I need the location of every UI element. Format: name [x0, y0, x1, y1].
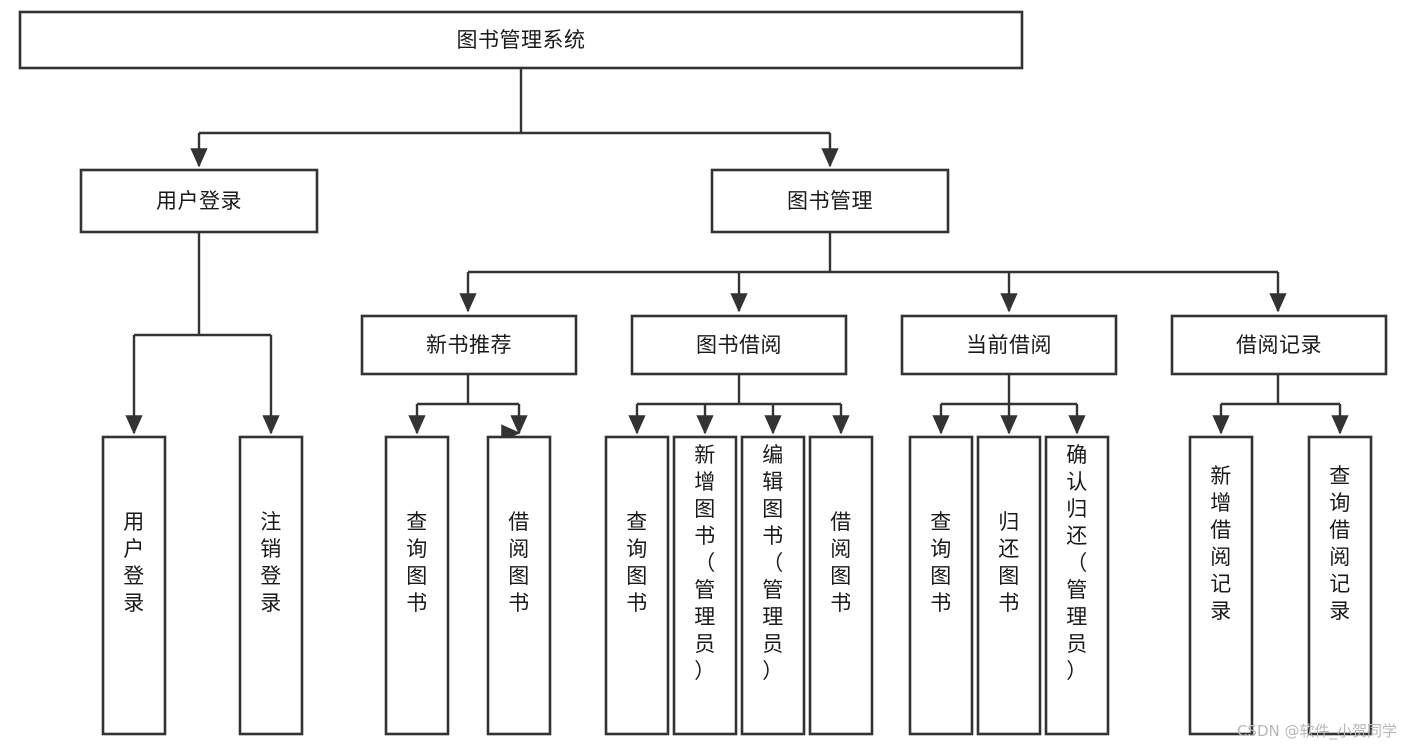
node-newbook-label: 新书推荐: [426, 333, 512, 357]
csdn-watermark: CSDN @软件_小贺同学: [1236, 722, 1397, 740]
node-current-label: 当前借阅: [966, 333, 1052, 357]
node-borrow-label: 图书借阅: [696, 333, 782, 357]
node-leaf11-label: 确认归还（管理员）: [1066, 443, 1088, 683]
edge-layer: [125, 68, 1349, 435]
node-leaf12[interactable]: 新增借阅记录: [1188, 435, 1254, 736]
node-leaf10[interactable]: 归还图书: [976, 435, 1042, 736]
node-record[interactable]: 借阅记录: [1170, 314, 1388, 376]
node-leaf8-label: 借阅图书: [830, 510, 852, 615]
node-leaf6[interactable]: 新增图书（管理员）: [672, 435, 738, 736]
node-leaf7-label: 编辑图书（管理员）: [762, 443, 784, 683]
node-leaf13-label: 查询借阅记录: [1329, 464, 1351, 623]
node-newbook[interactable]: 新书推荐: [360, 314, 578, 376]
node-leaf9[interactable]: 查询图书: [908, 435, 974, 736]
node-leaf13[interactable]: 查询借阅记录: [1307, 435, 1373, 736]
node-leaf2[interactable]: 注销登录: [238, 435, 304, 736]
node-leaf8[interactable]: 借阅图书: [808, 435, 874, 736]
node-leaf7[interactable]: 编辑图书（管理员）: [740, 435, 806, 736]
node-root[interactable]: 图书管理系统: [18, 10, 1024, 70]
node-leaf5-label: 查询图书: [626, 510, 648, 615]
node-login[interactable]: 用户登录: [79, 168, 319, 234]
node-leaf3-label: 查询图书: [406, 510, 428, 615]
node-root-label: 图书管理系统: [457, 28, 586, 52]
node-leaf6-label: 新增图书（管理员）: [694, 443, 716, 683]
node-leaf10-label: 归还图书: [998, 510, 1020, 615]
node-borrow[interactable]: 图书借阅: [630, 314, 848, 376]
node-leaf9-label: 查询图书: [930, 510, 952, 615]
node-leaf11[interactable]: 确认归还（管理员）: [1044, 435, 1110, 736]
node-leaf4-label: 借阅图书: [508, 510, 530, 615]
node-leaf1[interactable]: 用户登录: [101, 435, 167, 736]
node-record-label: 借阅记录: [1236, 333, 1322, 357]
node-bookmgmt-label: 图书管理: [787, 189, 873, 213]
node-current[interactable]: 当前借阅: [900, 314, 1118, 376]
node-leaf12-label: 新增借阅记录: [1210, 464, 1232, 623]
node-login-label: 用户登录: [156, 189, 242, 213]
node-leaf1-label: 用户登录: [123, 510, 145, 615]
node-leaf2-label: 注销登录: [260, 510, 282, 615]
node-leaf4[interactable]: 借阅图书: [486, 435, 552, 736]
node-leaf3[interactable]: 查询图书: [384, 435, 450, 736]
node-leaf5[interactable]: 查询图书: [604, 435, 670, 736]
node-bookmgmt[interactable]: 图书管理: [710, 168, 950, 234]
